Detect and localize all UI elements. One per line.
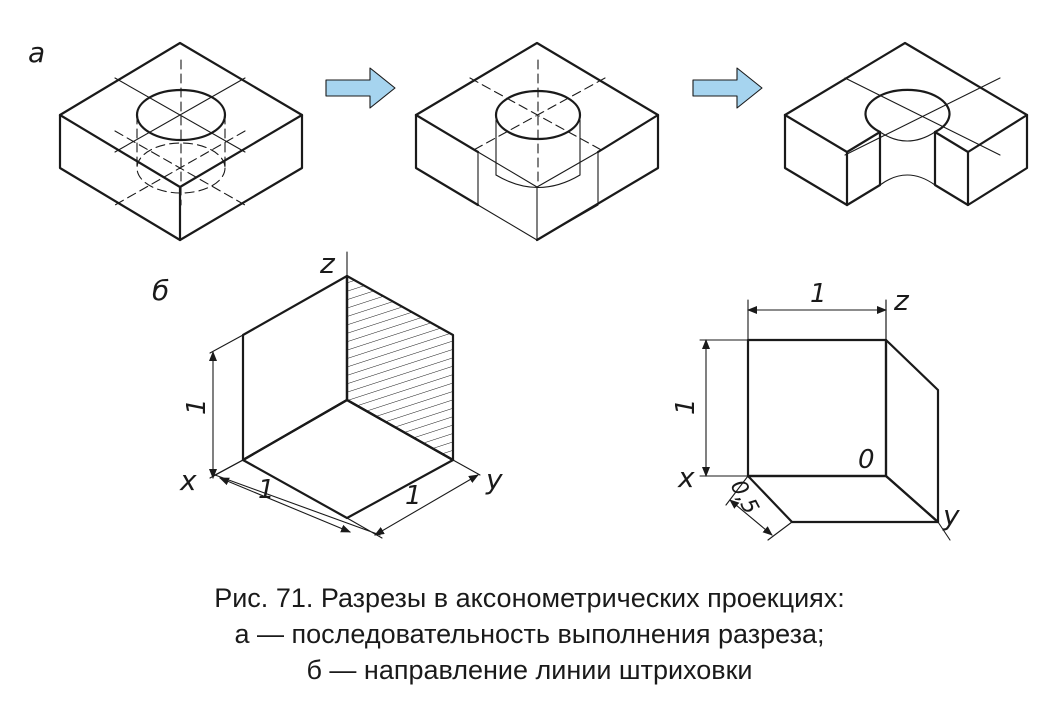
axis-z-label-left: z — [319, 247, 336, 280]
isometric-hatching-cube — [209, 251, 481, 539]
dim-y-left: 1 — [405, 481, 422, 511]
figure-drawing: а б — [28, 36, 1029, 541]
block-whole — [58, 41, 304, 242]
figure-caption: Рис. 71. Разрезы в аксонометрических про… — [0, 580, 1059, 688]
dim-top-right: 1 — [810, 279, 827, 309]
arrow-right-icon-1 — [325, 67, 396, 109]
axis-x-label-right: x — [677, 461, 695, 494]
dimetric-hatching-cube — [699, 299, 951, 541]
axis-y-label-right: y — [942, 499, 960, 532]
axis-y-label-left: y — [485, 463, 503, 496]
label-b: б — [152, 274, 169, 307]
caption-line-2: а — последовательность выполнения разрез… — [234, 619, 825, 649]
origin-label: 0 — [858, 445, 875, 475]
caption-line-3: б — направление линии штриховки — [306, 655, 753, 685]
label-a: а — [28, 36, 45, 69]
dim-height-left: 1 — [182, 398, 212, 415]
block-partial-cut — [414, 41, 660, 242]
dim-depth-right: 0,5 — [725, 476, 764, 519]
block-quarter-cut — [783, 41, 1029, 207]
axis-x-label-left: x — [179, 464, 197, 497]
caption-line-1: Рис. 71. Разрезы в аксонометрических про… — [214, 583, 845, 613]
dim-x-left: 1 — [258, 475, 275, 505]
arrow-right-icon-2 — [692, 67, 763, 109]
dim-height-right: 1 — [671, 398, 701, 415]
axis-z-label-right: z — [893, 284, 910, 317]
